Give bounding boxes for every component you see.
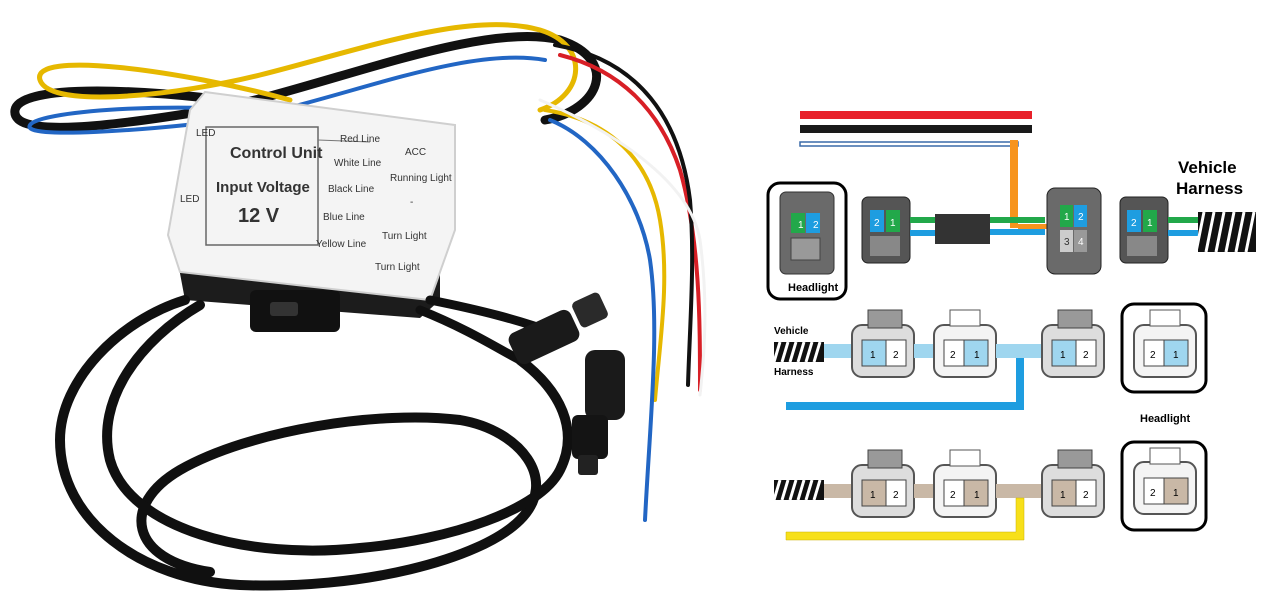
led-label-top: LED bbox=[196, 128, 215, 139]
connector-mid-1: 1 2 bbox=[851, 309, 915, 378]
pin-label: 2 bbox=[1150, 350, 1156, 361]
pin-label: 2 bbox=[1131, 218, 1137, 229]
wiring-diagram: 1 2 Headlight 2 1 1 2 3 4 bbox=[766, 111, 1256, 541]
pin-label: 1 bbox=[1173, 350, 1179, 361]
line-function: - bbox=[410, 197, 413, 208]
pin-label: 2 bbox=[874, 218, 880, 229]
pin-label: 2 bbox=[950, 350, 956, 361]
pin-label: 2 bbox=[893, 490, 899, 501]
pin-label: 2 bbox=[1083, 350, 1089, 361]
connector-3: 1 2 3 4 bbox=[1046, 187, 1102, 275]
control-unit-frame bbox=[205, 126, 319, 246]
vehicle-label-top: Vehicle bbox=[1178, 158, 1237, 177]
red-wire bbox=[800, 111, 1032, 119]
headlight-label-mid: Headlight bbox=[1140, 413, 1190, 425]
connector-4: 2 1 bbox=[1119, 196, 1169, 264]
line-name: White Line bbox=[334, 158, 382, 169]
white-wire bbox=[799, 141, 1019, 147]
pin-label: 2 bbox=[893, 350, 899, 361]
black-cables bbox=[54, 295, 573, 591]
connector-headlight-bottom: 2 1 bbox=[1133, 447, 1197, 515]
pin-label: 2 bbox=[1083, 490, 1089, 501]
connector-bottom-3: 1 2 bbox=[1041, 449, 1105, 518]
input-voltage-label: Input Voltage bbox=[216, 179, 310, 196]
voltage-value: 12 V bbox=[238, 205, 280, 227]
pin-label: 1 bbox=[1060, 350, 1066, 361]
line-name: Blue Line bbox=[323, 212, 365, 223]
line-name: Yellow Line bbox=[316, 239, 367, 250]
headlight-label-top: Headlight bbox=[788, 282, 838, 294]
pin-label: 3 bbox=[1064, 237, 1070, 248]
control-unit-title: Control Unit bbox=[230, 145, 323, 162]
pin-label: 2 bbox=[1078, 212, 1084, 223]
control-unit: Control Unit Input Voltage 12 V LED LED … bbox=[166, 90, 456, 332]
blue-wire bbox=[786, 358, 1024, 410]
harness-label-mid: Harness bbox=[774, 367, 814, 378]
line-function: Turn Light bbox=[382, 231, 427, 242]
line-function: Running Light bbox=[390, 173, 452, 184]
dc-connector bbox=[508, 292, 608, 365]
pin-1 bbox=[791, 213, 805, 233]
dc-connector bbox=[572, 350, 625, 475]
line-legend: Red Line ACC White Line Running Light Bl… bbox=[316, 134, 452, 273]
led-label-bottom: LED bbox=[180, 194, 199, 205]
pin-label: 1 bbox=[1064, 212, 1070, 223]
pin-label: 1 bbox=[798, 220, 804, 231]
line-function: Turn Light bbox=[375, 262, 420, 273]
orange-wire bbox=[1010, 140, 1018, 228]
pin-label: 1 bbox=[1173, 488, 1179, 499]
line-name: Black Line bbox=[328, 184, 375, 195]
line-name: Red Line bbox=[340, 134, 380, 145]
pin-label: 2 bbox=[950, 490, 956, 501]
pin-label: 1 bbox=[1147, 218, 1153, 229]
black-wire bbox=[800, 125, 1032, 133]
line-function: ACC bbox=[405, 147, 426, 158]
pin-label: 1 bbox=[890, 218, 896, 229]
inline-splice bbox=[935, 214, 990, 244]
pin-label: 4 bbox=[1078, 237, 1084, 248]
connector-mid-3: 1 2 bbox=[1041, 309, 1105, 378]
vehicle-harness-top bbox=[1194, 211, 1256, 253]
connector-2: 2 1 bbox=[861, 196, 911, 264]
yellow-wire bbox=[785, 497, 1025, 541]
connector-mid-2: 2 1 bbox=[933, 309, 997, 378]
pin-label: 1 bbox=[870, 490, 876, 501]
connector-bottom-2: 2 1 bbox=[933, 449, 997, 518]
vehicle-label-mid: Vehicle bbox=[774, 326, 809, 337]
pin-label: 2 bbox=[813, 220, 819, 231]
harness-label-top: Harness bbox=[1176, 179, 1243, 198]
pin-label: 2 bbox=[1150, 488, 1156, 499]
pin-label: 1 bbox=[974, 350, 980, 361]
connector-bottom-1: 1 2 bbox=[851, 449, 915, 518]
pin-label: 1 bbox=[870, 350, 876, 361]
connector-headlight-mid: 2 1 bbox=[1133, 309, 1197, 378]
pin-label: 1 bbox=[1060, 490, 1066, 501]
connector-headlight-top: 1 2 bbox=[779, 191, 835, 275]
pin-label: 1 bbox=[974, 490, 980, 501]
product-photo: Control Unit Input Voltage 12 V LED LED … bbox=[10, 22, 707, 591]
vehicle-harness-mid bbox=[772, 341, 824, 363]
vehicle-harness-bottom bbox=[772, 479, 824, 501]
pin-2 bbox=[806, 213, 820, 233]
